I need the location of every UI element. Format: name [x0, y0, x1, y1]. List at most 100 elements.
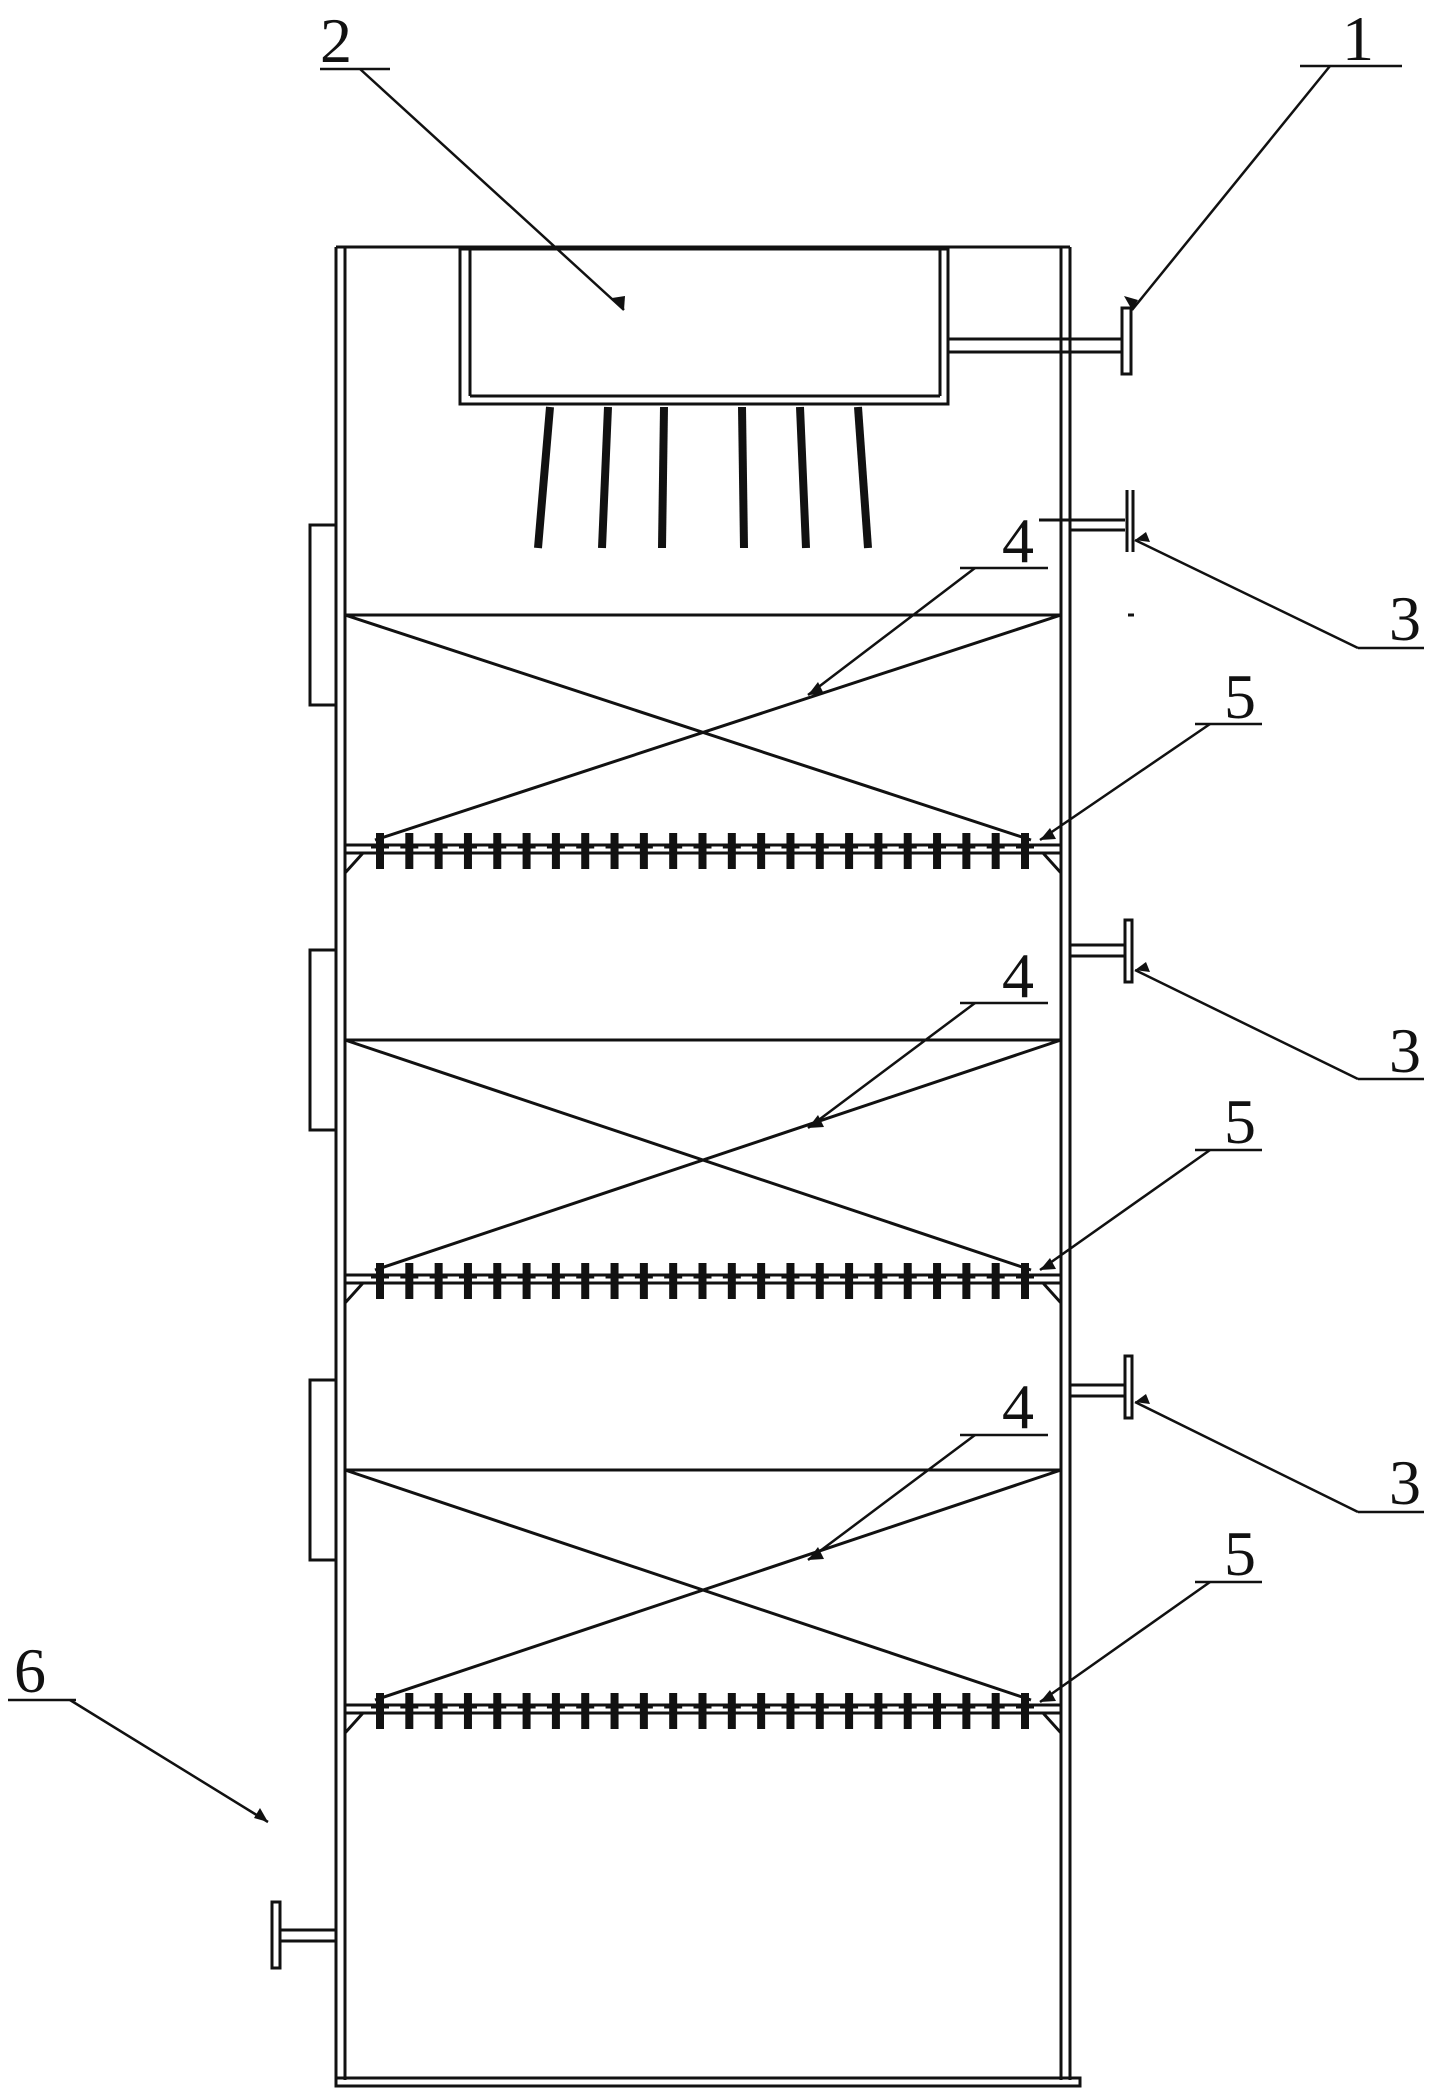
nozzle — [698, 1693, 707, 1729]
nozzle-row — [371, 833, 1034, 869]
nozzle — [434, 833, 443, 869]
nozzle — [727, 1263, 736, 1299]
label-distributor: 2 — [320, 5, 352, 76]
nozzle — [493, 1263, 502, 1299]
nozzle — [669, 833, 678, 869]
nozzle — [669, 1263, 678, 1299]
nozzle — [757, 1693, 766, 1729]
nozzle — [815, 1263, 824, 1299]
nozzle — [434, 1693, 443, 1729]
nozzle — [376, 1263, 384, 1299]
nozzle — [610, 1263, 619, 1299]
nozzle — [698, 1263, 707, 1299]
support-bracket — [343, 851, 367, 877]
vessel-shell — [334, 245, 1082, 2088]
side-nozzle-lower — [1070, 1354, 1134, 1420]
nozzle — [522, 833, 531, 869]
nozzle — [610, 833, 619, 869]
support-bracket — [1039, 851, 1063, 877]
nozzle — [962, 1693, 971, 1729]
nozzle — [669, 1693, 678, 1729]
nozzle — [463, 833, 472, 869]
nozzle — [463, 1693, 472, 1729]
nozzle — [933, 833, 942, 869]
nozzle — [639, 833, 648, 869]
bed-diagonal — [344, 613, 1032, 842]
support-bracket — [343, 1281, 367, 1307]
nozzle — [405, 1693, 414, 1729]
side-nozzle-upper — [1039, 490, 1135, 617]
nozzle — [874, 833, 883, 869]
nozzle-rows — [371, 833, 1034, 1729]
bed-diagonal — [344, 1468, 1032, 1702]
nozzle — [581, 1263, 590, 1299]
bed-diagonal — [344, 1038, 1032, 1272]
nozzle — [757, 1263, 766, 1299]
callout-labels: 1 2 3 3 3 4 4 4 5 5 5 6 — [14, 3, 1421, 1706]
nozzle — [1021, 1263, 1029, 1299]
nozzle — [463, 1263, 472, 1299]
label-grid-upper: 5 — [1224, 661, 1256, 732]
bed-diagonal — [374, 613, 1062, 842]
nozzle — [493, 833, 502, 869]
nozzle — [933, 1693, 942, 1729]
left-manways — [308, 523, 338, 1562]
nozzle-row — [371, 1263, 1034, 1299]
support-bracket — [1039, 1281, 1063, 1307]
nozzle — [522, 1263, 531, 1299]
support-bracket — [1039, 1711, 1063, 1737]
bed-diagonal — [374, 1468, 1062, 1702]
label-inlet: 1 — [1342, 3, 1374, 74]
nozzle — [727, 1693, 736, 1729]
nozzle — [551, 1693, 560, 1729]
inlet-pipe — [948, 306, 1133, 376]
nozzle — [376, 833, 384, 869]
nozzle — [522, 1693, 531, 1729]
nozzle — [786, 833, 795, 869]
nozzle — [903, 1263, 912, 1299]
nozzle — [493, 1693, 502, 1729]
nozzle — [639, 1693, 648, 1729]
nozzle — [933, 1263, 942, 1299]
nozzle — [874, 1693, 883, 1729]
leader-arrowheads — [254, 296, 1150, 1822]
label-packing-middle: 4 — [1002, 940, 1034, 1011]
nozzle — [815, 1693, 824, 1729]
nozzle — [815, 833, 824, 869]
nozzle — [639, 1263, 648, 1299]
label-nozzle-upper: 3 — [1389, 583, 1421, 654]
nozzle — [698, 833, 707, 869]
nozzle — [757, 833, 766, 869]
nozzle — [845, 833, 854, 869]
label-packing-lower: 4 — [1002, 1371, 1034, 1442]
label-packing-upper: 4 — [1002, 505, 1034, 576]
label-nozzle-lower: 3 — [1389, 1447, 1421, 1518]
nozzle — [581, 1693, 590, 1729]
nozzle — [1021, 833, 1029, 869]
support-bracket — [343, 1711, 367, 1737]
nozzle — [845, 1263, 854, 1299]
label-grid-middle: 5 — [1224, 1086, 1256, 1157]
nozzle — [903, 1693, 912, 1729]
nozzle — [991, 1693, 1000, 1729]
nozzle — [434, 1263, 443, 1299]
nozzle — [874, 1263, 883, 1299]
nozzle — [376, 1693, 384, 1729]
bed-diagonal — [374, 1038, 1062, 1272]
nozzle — [610, 1693, 619, 1729]
leader-lines — [8, 64, 1424, 1824]
distributor-box — [458, 247, 950, 406]
nozzle — [845, 1693, 854, 1729]
nozzle — [405, 1263, 414, 1299]
outlet-pipe — [270, 1900, 336, 1970]
label-outlet: 6 — [14, 1635, 46, 1706]
nozzle — [786, 1693, 795, 1729]
packing-beds — [343, 613, 1063, 1737]
nozzle — [991, 1263, 1000, 1299]
nozzle — [903, 833, 912, 869]
side-nozzle-middle — [1070, 918, 1134, 984]
nozzle — [551, 1263, 560, 1299]
nozzle — [962, 1263, 971, 1299]
spray-pipes — [534, 406, 872, 549]
